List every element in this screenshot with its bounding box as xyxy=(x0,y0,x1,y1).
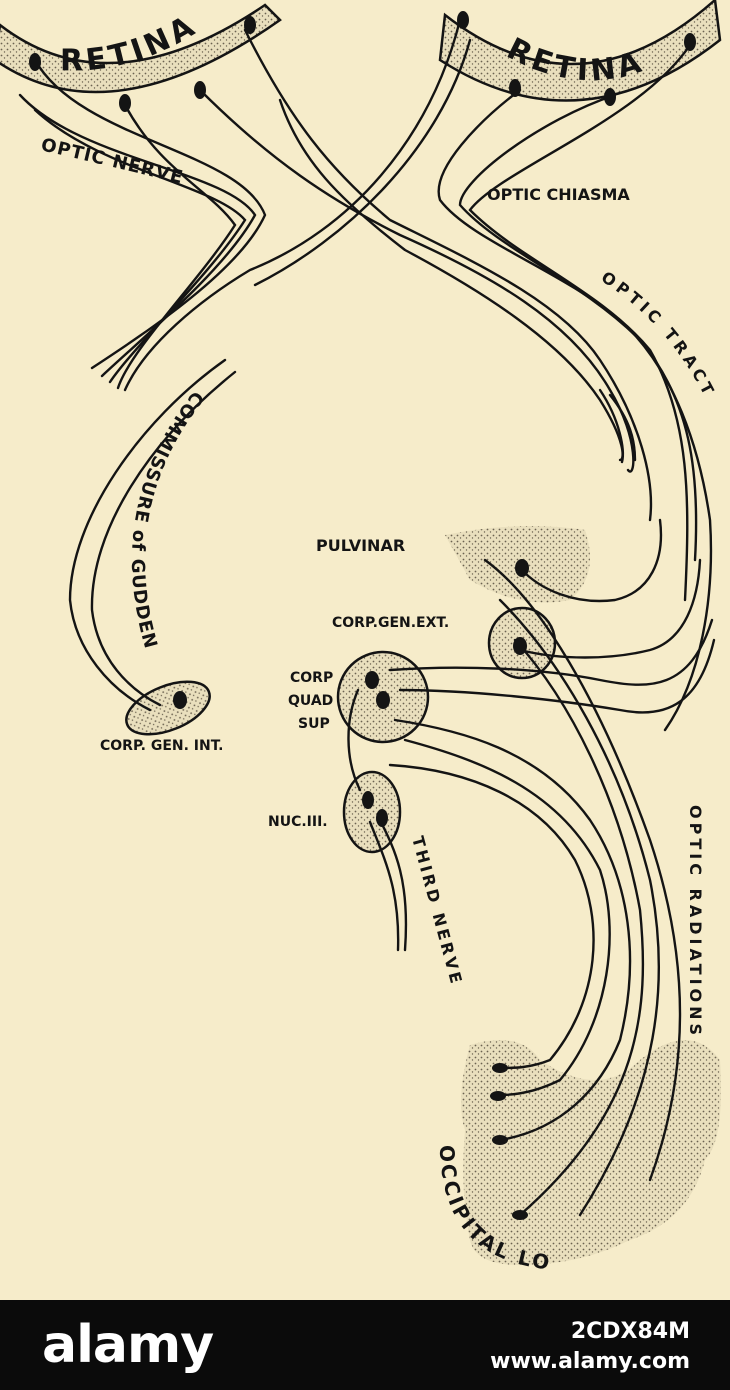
occipital-lobe-body xyxy=(461,1040,721,1265)
label-corp-quad-sup-line3: SUP xyxy=(298,716,330,732)
nuc-iii-body xyxy=(344,772,400,852)
label-corp-gen-ext: CORP.GEN.EXT. xyxy=(332,615,449,631)
stock-image-id: 2CDX84M xyxy=(571,1318,690,1346)
label-optic-nerve: OPTIC NERVE xyxy=(39,134,186,188)
label-optic-tract: OPTIC TRACT xyxy=(598,267,720,401)
label-optic-chiasma: OPTIC CHIASMA xyxy=(487,185,630,204)
site-url: www.alamy.com xyxy=(490,1348,690,1376)
label-third-nerve: THIRD NERVE xyxy=(408,834,466,988)
optic-pathway-diagram: RETINA RETINA OPTIC NERVE OPTIC CHIASMA … xyxy=(0,0,730,1300)
watermark-footer: alamy 2CDX84M www.alamy.com xyxy=(0,1300,730,1390)
brand-logo: alamy xyxy=(42,1310,213,1380)
label-corp-quad-sup-line2: QUAD xyxy=(288,693,333,709)
label-corp-gen-int: CORP. GEN. INT. xyxy=(100,738,223,754)
corp-gen-int-body xyxy=(119,671,217,745)
label-commissure-of-gudden: COMMISSURE of GUDDEN xyxy=(127,387,208,652)
label-pulvinar: PULVINAR xyxy=(316,536,405,555)
label-corp-quad-sup-line1: CORP xyxy=(290,670,333,686)
label-nuc-iii: NUC.III. xyxy=(268,814,328,830)
label-optic-radiations: OPTIC RADIATIONS xyxy=(686,805,705,1039)
